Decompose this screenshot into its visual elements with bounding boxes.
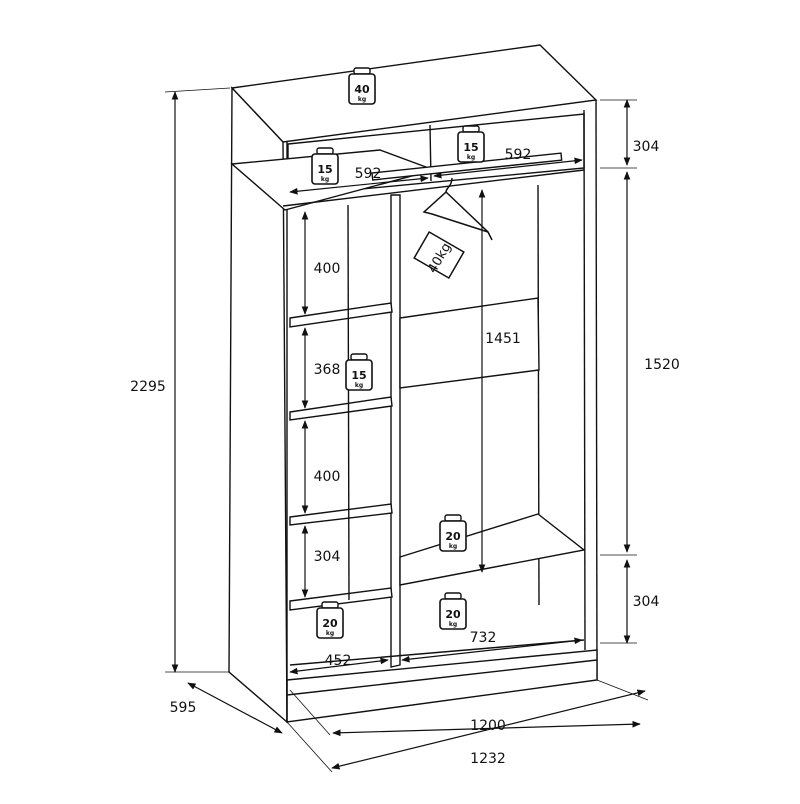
weight-icon-bottom-right: 20 kg	[439, 592, 467, 630]
hanger-icon	[413, 177, 493, 280]
left-column-width-label: 452	[325, 653, 352, 669]
hanging-section-height-label: 1520	[644, 357, 680, 373]
svg-text:kg: kg	[449, 621, 457, 628]
depth-label: 595	[170, 700, 197, 716]
weight-icon-top-shelf-right: 15 kg	[457, 125, 485, 163]
svg-text:20: 20	[445, 530, 461, 543]
bottom-section-height-label: 304	[633, 594, 660, 610]
left-shelf-1	[289, 302, 393, 328]
svg-text:kg: kg	[355, 382, 363, 389]
svg-text:kg: kg	[321, 176, 329, 183]
right-side-edge	[595, 99, 598, 681]
mirror-panel	[399, 297, 540, 389]
left-shelf-4	[289, 587, 393, 611]
weight-icon-right-shelf: 20 kg	[439, 514, 467, 552]
right-shelf	[399, 513, 586, 586]
outer-width-label: 1232	[470, 751, 506, 767]
svg-text:kg: kg	[358, 96, 366, 103]
svg-text:kg: kg	[326, 630, 334, 637]
weight-icon-top: 40 kg	[348, 67, 376, 105]
left-shelf-3	[289, 503, 393, 526]
shelf-gap-3-label: 400	[314, 469, 341, 485]
top-shelf-right-width-label: 592	[505, 147, 532, 163]
svg-text:20: 20	[445, 608, 461, 621]
svg-text:20: 20	[322, 617, 338, 630]
weight-icon-middle-shelf: 15 kg	[345, 353, 373, 391]
svg-text:kg: kg	[449, 543, 457, 550]
shelf-gap-1-label: 400	[314, 261, 341, 277]
top-panel	[230, 44, 598, 143]
svg-text:15: 15	[317, 163, 332, 176]
weight-icon-bottom-left: 20 kg	[316, 601, 344, 639]
weight-icon-top-shelf-left: 15 kg	[311, 147, 339, 185]
left-shelf-2	[289, 396, 393, 421]
top-shelf-left-width-label: 592	[355, 166, 382, 182]
shelf-gap-2-label: 368	[314, 362, 341, 378]
overall-height-label: 2295	[130, 379, 166, 395]
hanging-height-label: 1451	[485, 331, 521, 347]
dimension-lines	[164, 87, 649, 773]
wardrobe-outline	[228, 44, 598, 724]
right-column-width-label: 732	[470, 630, 497, 646]
svg-text:kg: kg	[467, 154, 475, 161]
inner-width-label: 1200	[470, 718, 506, 734]
svg-text:15: 15	[463, 141, 478, 154]
shelf-gap-4-label: 304	[314, 549, 341, 565]
svg-text:15: 15	[351, 369, 366, 382]
top-section-height-label: 304	[633, 139, 660, 155]
svg-text:40: 40	[354, 83, 370, 96]
